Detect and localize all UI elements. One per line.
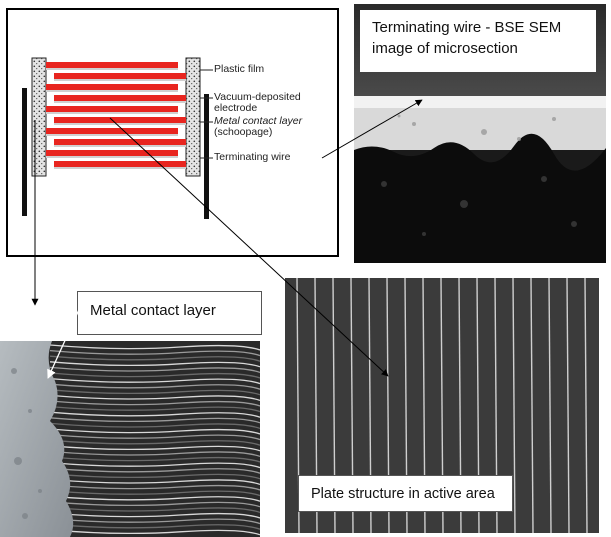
fiber-strand: [49, 484, 260, 491]
sem-caption: Terminating wire - BSE SEM image of micr…: [360, 10, 596, 72]
fiber-strand: [49, 529, 260, 536]
fiber-strand: [49, 461, 260, 469]
film-layer: [54, 161, 186, 167]
film-layer: [46, 128, 178, 134]
plate-line: [566, 278, 570, 533]
film-layer: [46, 62, 178, 68]
fiber-strand: [49, 422, 260, 430]
fiber-strand: [49, 428, 260, 435]
plate-line: [530, 278, 534, 533]
fiber-strand: [49, 439, 260, 446]
film-layer: [54, 139, 186, 145]
fiber-strand: [49, 501, 260, 508]
right-terminating-wire: [204, 94, 209, 219]
electrode-layer: [46, 112, 178, 114]
fiber-strand: [49, 512, 260, 519]
fiber-strand: [49, 523, 260, 530]
right-schoopage: [185, 57, 201, 177]
left-schoopage: [31, 57, 47, 177]
electrode-layer: [46, 68, 178, 70]
fiber-strand: [49, 383, 260, 390]
fiber-strand: [49, 411, 260, 418]
film-layer: [54, 73, 186, 79]
film-layer: [54, 117, 186, 123]
plate-caption: Plate structure in active area: [298, 475, 513, 512]
fiber-strand: [49, 495, 260, 502]
fiber-strand: [49, 445, 260, 452]
plate-line: [584, 278, 588, 533]
vacuum-electrode-label-line2: electrode: [214, 102, 258, 114]
film-layer: [46, 84, 178, 90]
fiber-strand: [49, 450, 260, 458]
left-terminating-wire: [22, 88, 27, 216]
sem-caption-line2: image of microsection: [372, 40, 518, 57]
fiber-strand: [49, 456, 260, 463]
fiber-strand: [49, 489, 260, 497]
terminating-wire-label: Terminating wire: [214, 151, 291, 163]
electrode-layer: [46, 134, 178, 136]
plate-line: [548, 278, 552, 533]
fiber-strand: [49, 517, 260, 525]
fiber-strand: [49, 478, 260, 486]
contact-caption: Metal contact layer: [77, 291, 262, 335]
vacuum-electrode-label-line1: Vacuum-deposited: [214, 91, 301, 103]
electrode-layer: [54, 79, 186, 81]
electrode-layer: [54, 123, 186, 125]
electrode-layer: [46, 156, 178, 158]
fiber-strand: [49, 433, 260, 441]
film-layer: [46, 150, 178, 156]
fiber-strand: [49, 405, 260, 413]
plate-line: [512, 278, 516, 533]
fiber-strand: [49, 506, 260, 514]
fiber-strand: [49, 417, 260, 424]
metal-contact-image: [0, 341, 260, 537]
sem-caption-line1: Terminating wire - BSE SEM: [372, 19, 562, 36]
capacitor-schematic: Plastic film Vacuum-deposited electrode …: [6, 8, 339, 257]
fiber-strand: [49, 400, 260, 407]
film-layer: [46, 106, 178, 112]
electrode-layer: [54, 145, 186, 147]
film-layers: [46, 62, 186, 169]
fiber-strand: [49, 389, 260, 396]
fiber-strand: [49, 377, 260, 385]
schematic-drawing: [22, 57, 213, 219]
film-layer: [54, 95, 186, 101]
electrode-layer: [54, 101, 186, 103]
fiber-strand: [49, 467, 260, 474]
electrode-layer: [54, 167, 186, 169]
fiber-strand: [49, 394, 260, 402]
electrode-layer: [46, 90, 178, 92]
fiber-strand: [49, 473, 260, 480]
plastic-film-label: Plastic film: [214, 63, 265, 75]
metal-contact-label-line2: (schoopage): [214, 126, 273, 138]
